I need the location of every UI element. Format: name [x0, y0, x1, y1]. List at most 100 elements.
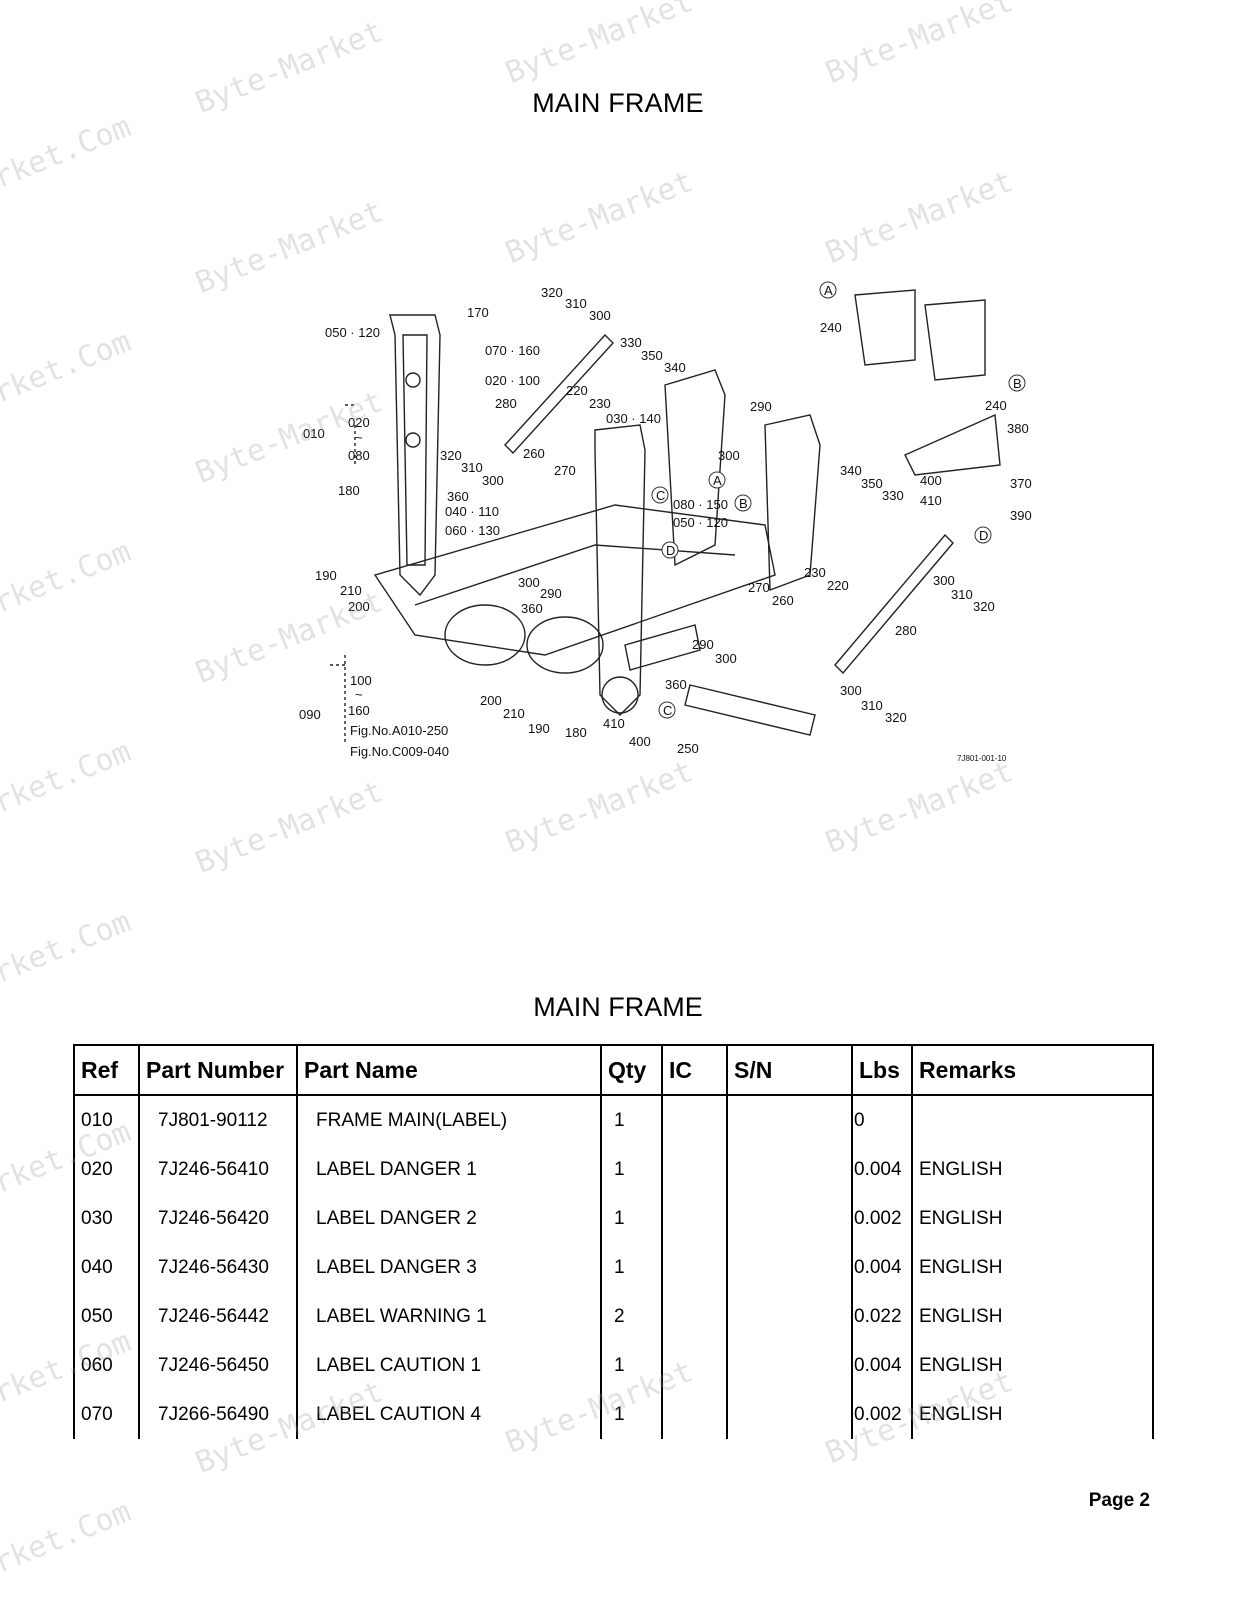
- watermark-text: rket.Com: [0, 534, 136, 621]
- cell-part-name: LABEL CAUTION 1: [296, 1341, 602, 1390]
- cell-part-number: 7J246-56450: [138, 1341, 298, 1390]
- cell-lbs: 0.022: [851, 1292, 913, 1341]
- cell-qty: 1: [600, 1341, 663, 1390]
- part-label: 320: [973, 599, 995, 614]
- part-label: Fig.No.A010-250: [350, 723, 448, 738]
- header-part-name: Part Name: [296, 1044, 602, 1096]
- cell-ref: 020: [73, 1145, 140, 1194]
- part-label: 300: [482, 473, 504, 488]
- cell-part-name: LABEL DANGER 2: [296, 1194, 602, 1243]
- watermark-text: rket.Com: [0, 324, 136, 411]
- cell-ic: [661, 1243, 728, 1292]
- part-label: 360: [521, 601, 543, 616]
- cell-part-name: LABEL DANGER 1: [296, 1145, 602, 1194]
- watermark-text: rket.Com: [0, 109, 136, 196]
- callout-b-right: [1008, 374, 1026, 392]
- part-label: 200: [480, 693, 502, 708]
- part-label: 020: [348, 415, 370, 430]
- header-remarks: Remarks: [911, 1044, 1154, 1096]
- part-label: 220: [566, 383, 588, 398]
- part-label: 240: [820, 320, 842, 335]
- part-label: 290: [540, 586, 562, 601]
- cell-part-number: 7J266-56490: [138, 1390, 298, 1439]
- callout-letter: B: [739, 496, 748, 511]
- header-sn: S/N: [726, 1044, 853, 1096]
- part-label: 320: [440, 448, 462, 463]
- part-label: 190: [528, 721, 550, 736]
- part-label: 050 · 120: [325, 325, 380, 340]
- watermark-text: Byte-Market: [500, 0, 699, 91]
- cell-lbs: 0.002: [851, 1390, 913, 1439]
- part-label: 330: [620, 335, 642, 350]
- cell-lbs: 0.004: [851, 1341, 913, 1390]
- cell-sn: [726, 1390, 853, 1439]
- cell-remarks: ENGLISH: [911, 1390, 1154, 1439]
- parts-table: Ref Part Number Part Name Qty IC S/N Lbs…: [73, 1044, 1154, 1439]
- cell-part-number: 7J246-56420: [138, 1194, 298, 1243]
- cell-sn: [726, 1194, 853, 1243]
- table-title: MAIN FRAME: [533, 992, 703, 1022]
- part-label: 410: [603, 716, 625, 731]
- part-label: 200: [348, 599, 370, 614]
- part-label: ~: [355, 687, 363, 702]
- cell-ref: 030: [73, 1194, 140, 1243]
- cell-part-number: 7J246-56430: [138, 1243, 298, 1292]
- part-label: 300: [715, 651, 737, 666]
- callout-letter: C: [663, 703, 672, 718]
- table-row: 020 7J246-56410 LABEL DANGER 1 1 0.004 E…: [73, 1145, 1154, 1194]
- part-label: 390: [1010, 508, 1032, 523]
- part-label: 270: [554, 463, 576, 478]
- part-label: 320: [885, 710, 907, 725]
- part-label: 220: [827, 578, 849, 593]
- table-row: 060 7J246-56450 LABEL CAUTION 1 1 0.004 …: [73, 1341, 1154, 1390]
- part-label: 280: [495, 396, 517, 411]
- cell-part-number: 7J801-90112: [138, 1095, 298, 1145]
- cell-ic: [661, 1095, 728, 1145]
- callout-letter: A: [713, 473, 722, 488]
- watermark-text: Byte-Market: [820, 164, 1019, 271]
- cell-lbs: 0.002: [851, 1194, 913, 1243]
- page-number: Page 2: [1088, 1490, 1150, 1511]
- part-label: 290: [750, 399, 772, 414]
- part-label: 170: [467, 305, 489, 320]
- cell-qty: 1: [600, 1145, 663, 1194]
- part-label: 350: [641, 348, 663, 363]
- part-label: 210: [503, 706, 525, 721]
- table-header-row: Ref Part Number Part Name Qty IC S/N Lbs…: [73, 1044, 1154, 1096]
- cell-ic: [661, 1341, 728, 1390]
- table-row: 030 7J246-56420 LABEL DANGER 2 1 0.002 E…: [73, 1194, 1154, 1243]
- part-label: 300: [589, 308, 611, 323]
- part-label: 310: [461, 460, 483, 475]
- part-label: 210: [340, 583, 362, 598]
- cell-part-number: 7J246-56410: [138, 1145, 298, 1194]
- cell-qty: 1: [600, 1390, 663, 1439]
- part-label: 300: [933, 573, 955, 588]
- part-label: 400: [629, 734, 651, 749]
- cell-part-name: FRAME MAIN(LABEL): [296, 1095, 602, 1145]
- part-label: 290: [692, 637, 714, 652]
- cell-remarks: ENGLISH: [911, 1145, 1154, 1194]
- part-label: 310: [861, 698, 883, 713]
- cell-lbs: 0.004: [851, 1145, 913, 1194]
- part-label: 310: [951, 587, 973, 602]
- part-label: 370: [1010, 476, 1032, 491]
- cell-qty: 2: [600, 1292, 663, 1341]
- cell-ref: 010: [73, 1095, 140, 1145]
- cell-remarks: ENGLISH: [911, 1341, 1154, 1390]
- cell-lbs: 0.004: [851, 1243, 913, 1292]
- part-label: 350: [861, 476, 883, 491]
- part-label: 010: [303, 426, 325, 441]
- part-label: 340: [664, 360, 686, 375]
- exploded-view-drawing: A B A B C D D C 320 310 300 170 050 · 12…: [299, 281, 1032, 763]
- cell-ref: 060: [73, 1341, 140, 1390]
- part-label: 160: [348, 703, 370, 718]
- cell-qty: 1: [600, 1194, 663, 1243]
- cell-part-number: 7J246-56442: [138, 1292, 298, 1341]
- part-label: 080 · 150: [673, 497, 728, 512]
- table-row: 050 7J246-56442 LABEL WARNING 1 2 0.022 …: [73, 1292, 1154, 1341]
- cell-ref: 070: [73, 1390, 140, 1439]
- cell-ic: [661, 1145, 728, 1194]
- watermark-text: rket.Com: [0, 1494, 136, 1581]
- cell-ref: 050: [73, 1292, 140, 1341]
- part-label: 020 · 100: [485, 373, 540, 388]
